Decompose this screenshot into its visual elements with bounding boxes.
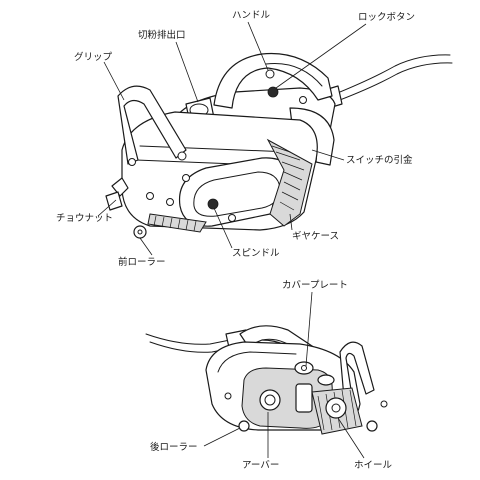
- labels: ハンドル ロックボタン 切粉排出口 グリップ スイッチの引金 チョウナット ギヤ…: [56, 10, 415, 471]
- label-spindle: スピンドル: [232, 248, 280, 259]
- label-handle: ハンドル: [232, 10, 271, 21]
- lock-button-shape: [267, 86, 279, 98]
- label-wing-nut: チョウナット: [56, 213, 113, 224]
- label-wheel: ホイール: [354, 460, 393, 471]
- top-view-illustration: [105, 52, 453, 239]
- leader-lines: [97, 21, 367, 459]
- bottom-view-illustration: [145, 325, 388, 435]
- label-cover-plate: カバープレート: [282, 280, 348, 291]
- label-arbor: アーバー: [242, 460, 279, 471]
- label-switch-lever: スイッチの引金: [346, 154, 413, 166]
- label-lock-button: ロックボタン: [358, 12, 415, 23]
- label-gear-case: ギヤケース: [292, 231, 339, 242]
- label-dust-outlet: 切粉排出口: [138, 29, 186, 41]
- spindle-shape: [207, 198, 219, 210]
- label-rear-roller: 後ローラー: [150, 441, 198, 453]
- label-front-roller: 前ローラー: [118, 256, 166, 268]
- label-grip: グリップ: [74, 51, 113, 63]
- handle-screw: [265, 69, 275, 79]
